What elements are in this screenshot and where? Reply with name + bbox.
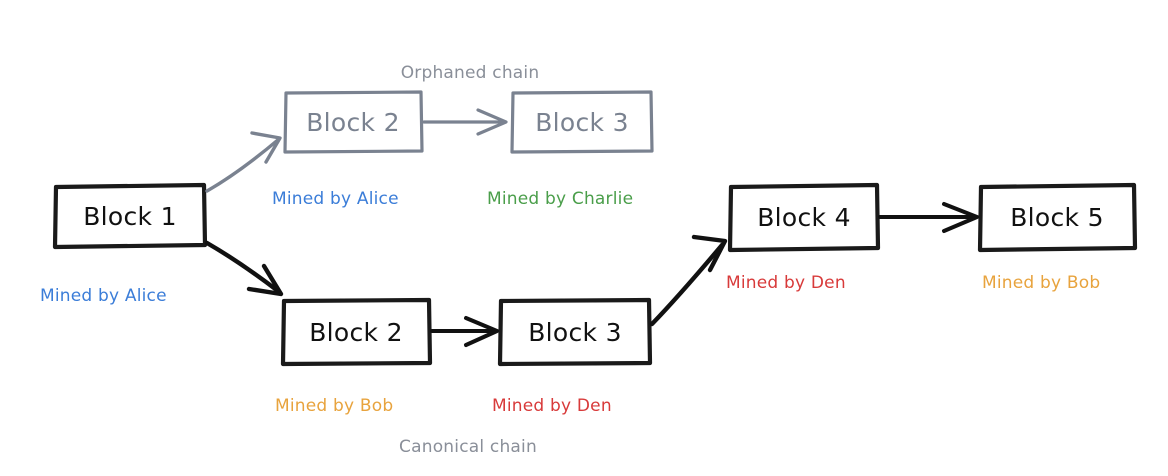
canonical-block-5-box <box>977 182 1138 253</box>
miner-label-canonical-block-3: Mined by Den <box>492 396 612 416</box>
miner-label-canonical-block-5: Mined by Bob <box>982 273 1100 293</box>
orphan-block-3-label: Block 3 <box>535 108 629 137</box>
orphan-block-2-box <box>283 90 424 154</box>
canonical-block-5-group[interactable]: Block 5 <box>977 182 1138 253</box>
arrow-block3-to-block4 <box>649 234 728 327</box>
miner-label-orphan-block-2: Mined by Alice <box>272 189 399 209</box>
orphan-block-2-group[interactable]: Block 2 <box>283 90 424 154</box>
block-1-box <box>52 182 208 250</box>
orphan-block-3-group[interactable]: Block 3 <box>510 90 654 154</box>
arrow-block1-to-orphan2 <box>205 131 282 193</box>
miner-label-orphan-block-3: Mined by Charlie <box>487 189 633 209</box>
canonical-block-5-label: Block 5 <box>1010 203 1104 232</box>
miner-label-canonical-block-4: Mined by Den <box>726 273 846 293</box>
canonical-block-3-group[interactable]: Block 3 <box>497 297 653 367</box>
arrow-orphan2-to-orphan3 <box>422 108 508 136</box>
canonical-block-3-box <box>497 297 653 367</box>
canonical-block-2-label: Block 2 <box>309 318 403 347</box>
canonical-block-2-group[interactable]: Block 2 <box>280 297 433 367</box>
arrow-block4-to-block5 <box>878 202 979 233</box>
canonical-block-3-label: Block 3 <box>528 318 622 347</box>
block-1-label: Block 1 <box>83 202 177 231</box>
arrow-block2-to-block3 <box>430 316 499 347</box>
miner-label-block-1: Mined by Alice <box>40 286 167 306</box>
orphaned-chain-label: Orphaned chain <box>401 63 540 83</box>
canonical-block-4-label: Block 4 <box>757 203 851 232</box>
orphan-block-2-label: Block 2 <box>306 108 400 137</box>
canonical-block-4-box <box>727 182 881 253</box>
miner-label-canonical-block-2: Mined by Bob <box>275 396 393 416</box>
canonical-block-2-box <box>280 297 433 367</box>
arrow-block1-to-block2 <box>204 240 284 297</box>
orphan-block-3-box <box>510 90 654 154</box>
canonical-block-4-group[interactable]: Block 4 <box>727 182 881 253</box>
block-1-group[interactable]: Block 1 <box>52 182 208 250</box>
canonical-chain-label: Canonical chain <box>399 437 537 457</box>
